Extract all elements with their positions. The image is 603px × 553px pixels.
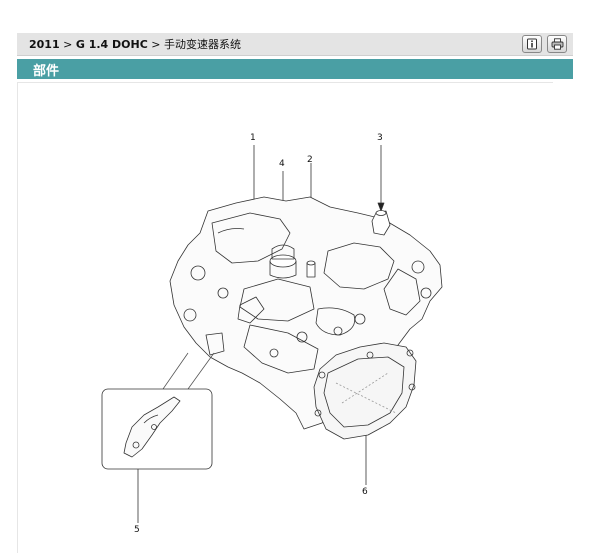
section-header: 部件 (17, 59, 573, 79)
section-title: 部件 (33, 63, 60, 79)
breadcrumb-separator: > (151, 38, 161, 51)
breadcrumb-separator: > (63, 38, 73, 51)
breadcrumb: 2011 > G 1.4 DOHC > 手动变速器系统 (29, 36, 241, 52)
breadcrumb-year[interactable]: 2011 (29, 38, 60, 51)
callout-3: 3 (377, 133, 383, 143)
breadcrumb-model[interactable]: G 1.4 DOHC (75, 38, 148, 51)
toolbar (522, 35, 567, 53)
callout-5: 5 (134, 525, 140, 535)
callout-2: 2 (307, 155, 313, 165)
print-button[interactable] (547, 35, 567, 53)
content-area: 1 2 3 4 5 6 (17, 82, 553, 553)
callout-4: 4 (279, 159, 285, 169)
print-icon (551, 38, 563, 50)
callout-6: 6 (362, 487, 368, 497)
breadcrumb-bar: 2011 > G 1.4 DOHC > 手动变速器系统 (17, 33, 573, 56)
transmission-diagram (101, 145, 443, 523)
breadcrumb-system[interactable]: 手动变速器系统 (164, 38, 241, 51)
info-icon (527, 38, 537, 50)
callout-1: 1 (250, 133, 256, 143)
info-button[interactable] (522, 35, 542, 53)
